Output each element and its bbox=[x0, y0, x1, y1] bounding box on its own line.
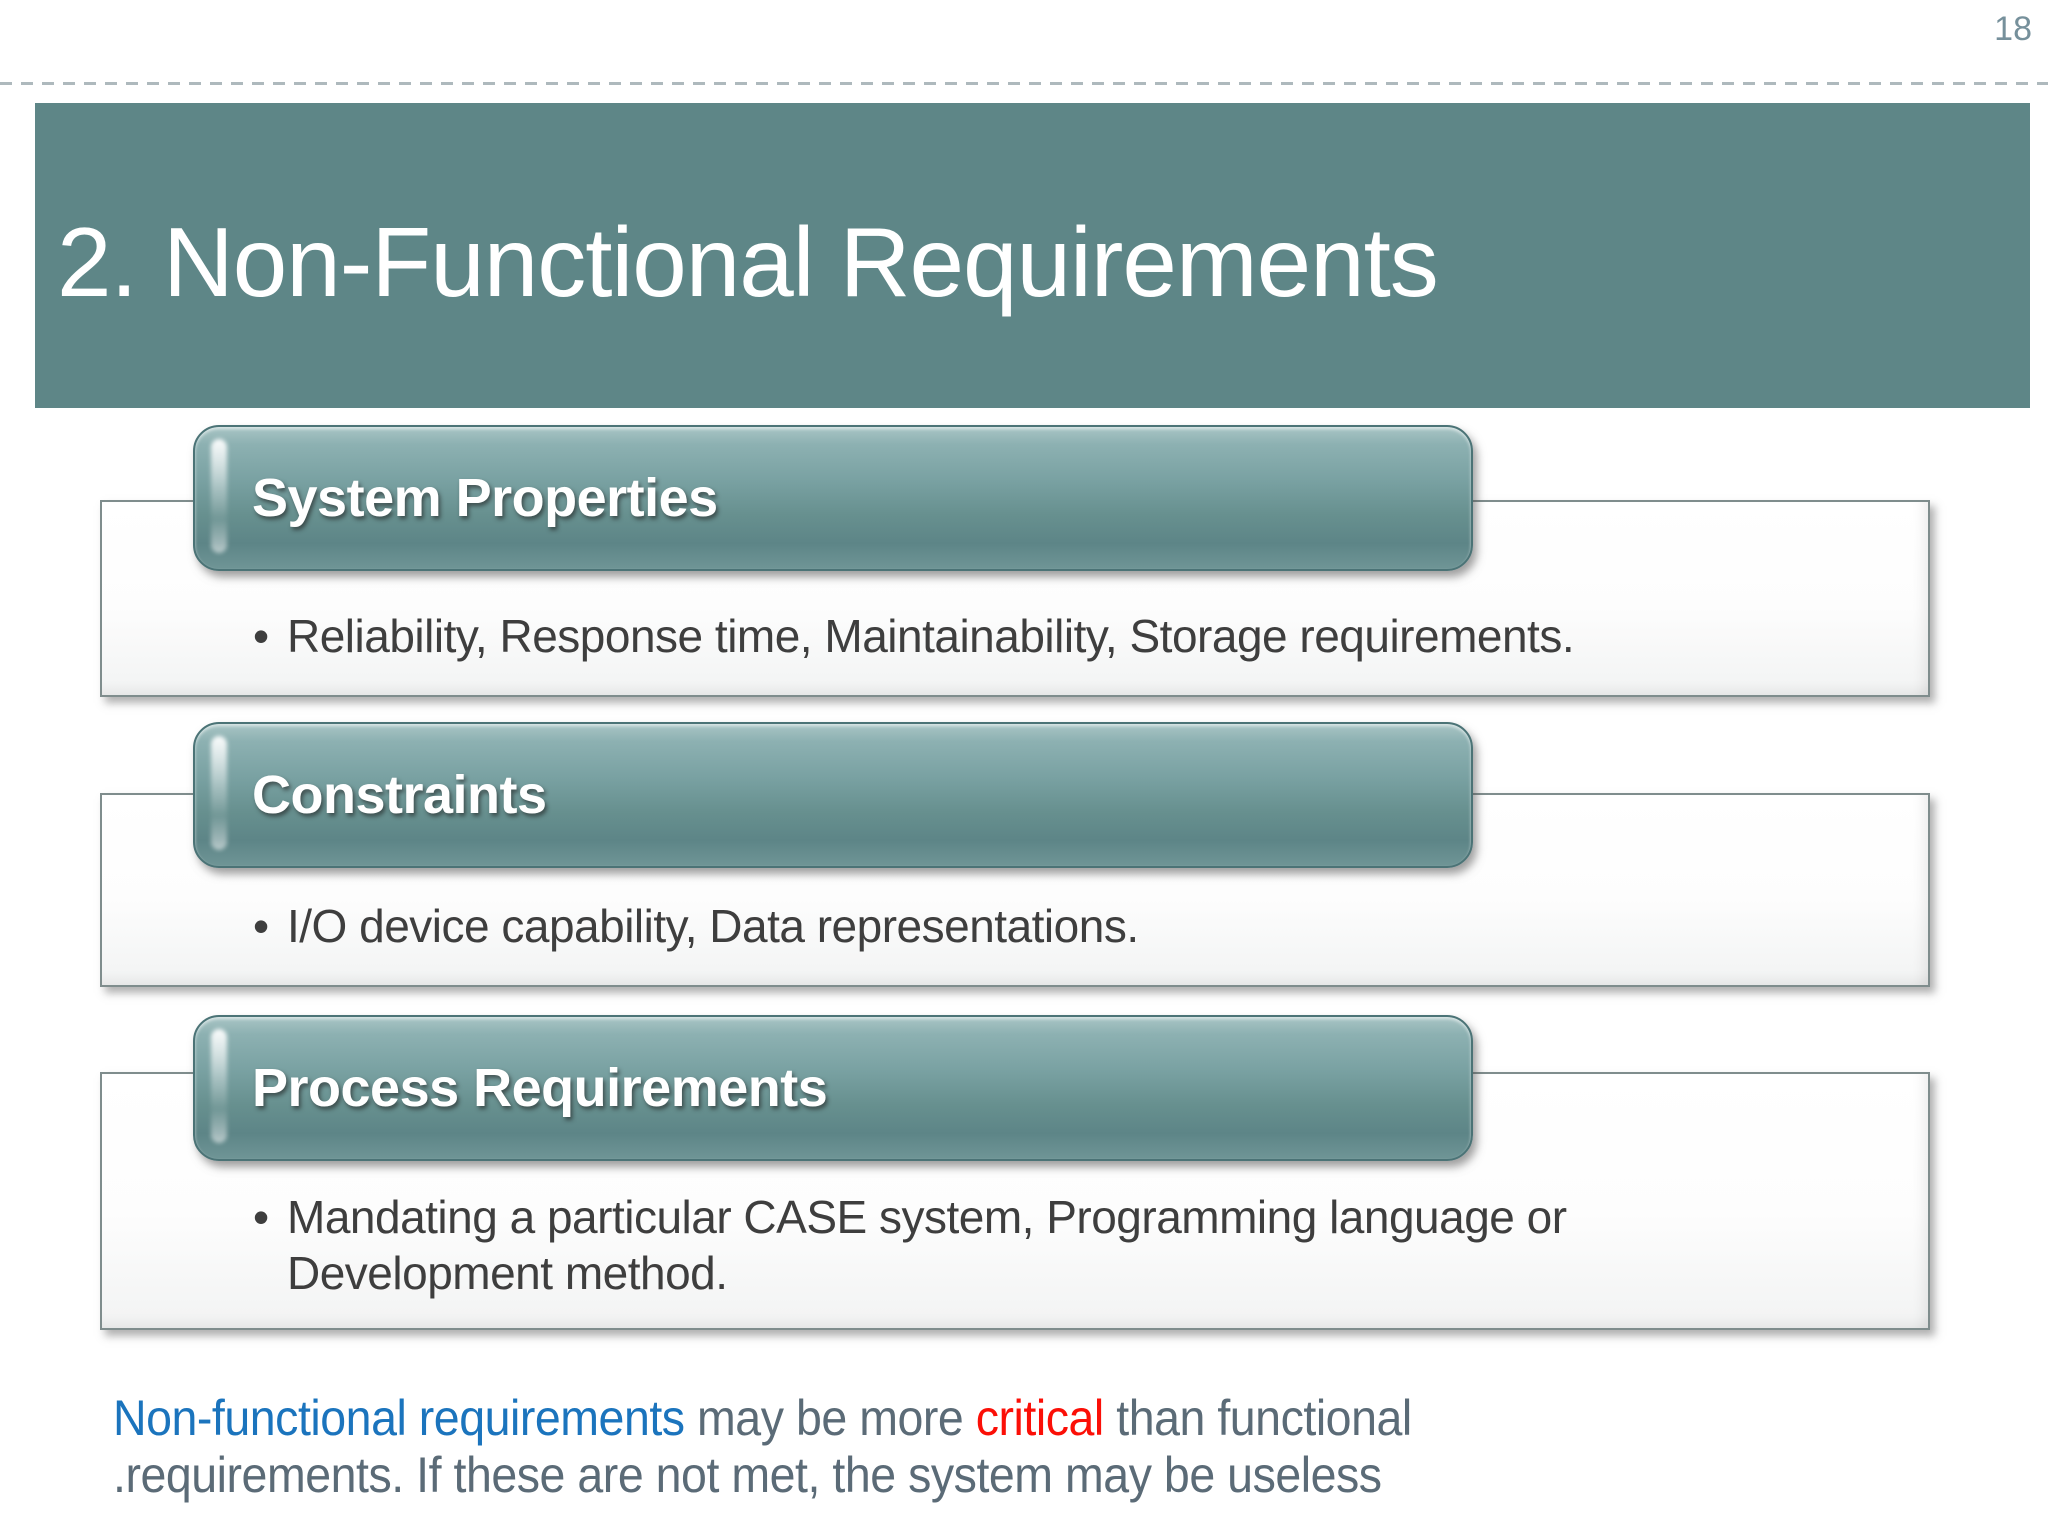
pill-process-requirements: Process Requirements bbox=[193, 1015, 1473, 1161]
pill-label: Constraints bbox=[252, 765, 547, 825]
pill-constraints: Constraints bbox=[193, 722, 1473, 868]
pill-label: Process Requirements bbox=[252, 1058, 828, 1118]
footer-note: Non-functional requirements may be more … bbox=[113, 1390, 1412, 1504]
bullet-dot: • bbox=[253, 1191, 269, 1243]
footer-segment: .requirements. If these are not met, the… bbox=[113, 1447, 1382, 1503]
pill-label: System Properties bbox=[252, 468, 718, 528]
footer-line: .requirements. If these are not met, the… bbox=[113, 1447, 1412, 1504]
bullet-dot: • bbox=[253, 900, 269, 952]
footer-line: Non-functional requirements may be more … bbox=[113, 1390, 1412, 1447]
dashed-divider bbox=[0, 82, 2048, 85]
title-band: 2. Non-Functional Requirements bbox=[35, 103, 2030, 408]
bullet-item: • Mandating a particular CASE system, Pr… bbox=[253, 1189, 1567, 1301]
bullet-text: Mandating a particular CASE system, Prog… bbox=[287, 1191, 1567, 1243]
footer-segment: Non-functional requirements bbox=[113, 1390, 685, 1446]
bullet-dot: • bbox=[253, 610, 269, 662]
bullet-text: Development method. bbox=[287, 1247, 728, 1299]
pill-system-properties: System Properties bbox=[193, 425, 1473, 571]
bullet-text: I/O device capability, Data representati… bbox=[287, 900, 1139, 952]
slide-title: 2. Non-Functional Requirements bbox=[57, 207, 1439, 317]
page-number: 18 bbox=[1994, 10, 2032, 48]
bullet-item: • I/O device capability, Data representa… bbox=[253, 898, 1139, 954]
bullet-item: • Reliability, Response time, Maintainab… bbox=[253, 608, 1575, 664]
footer-segment: may be more bbox=[684, 1390, 976, 1446]
bullet-text: Reliability, Response time, Maintainabil… bbox=[287, 610, 1575, 662]
footer-segment: critical bbox=[975, 1390, 1105, 1446]
footer-segment: than functional bbox=[1103, 1390, 1412, 1446]
